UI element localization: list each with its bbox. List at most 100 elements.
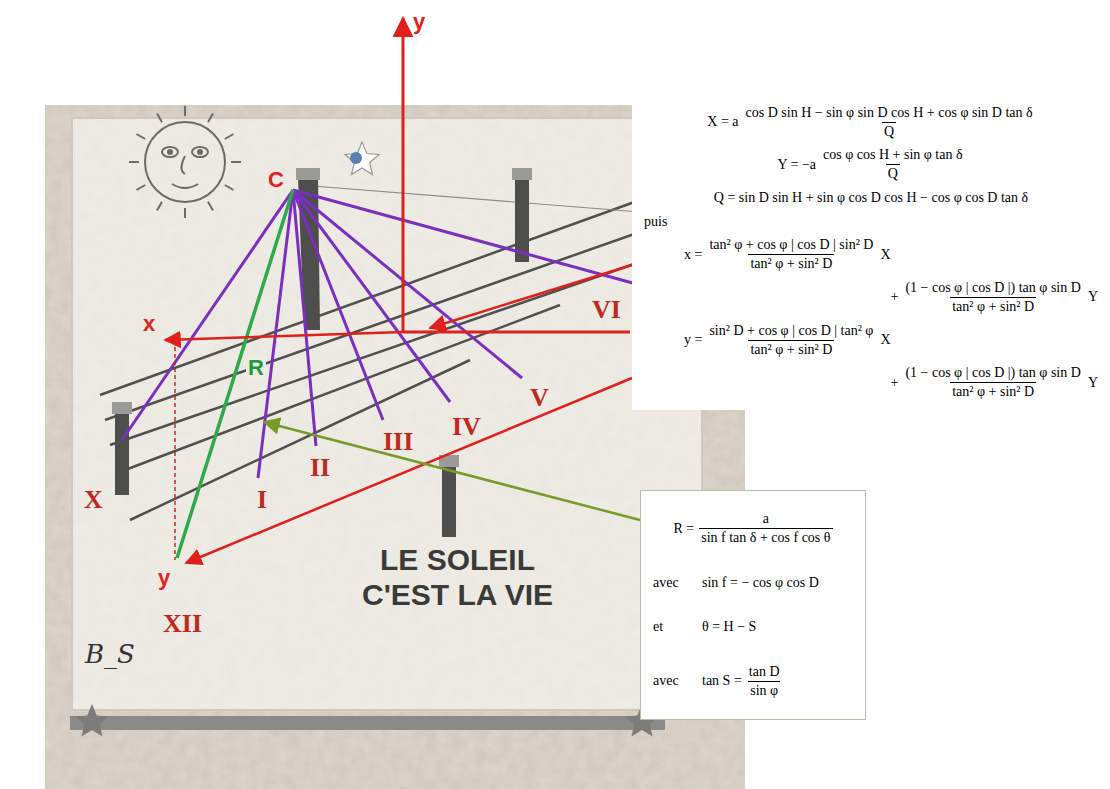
sun-pupil [168, 150, 172, 154]
formula-text: X [880, 247, 890, 263]
hour-numeral: II [310, 454, 330, 483]
style-line [300, 185, 640, 212]
sun-eye [162, 147, 178, 157]
denominator: tan² φ + sin² D [748, 340, 834, 358]
mounting-bar [70, 716, 665, 730]
numerator: (1 − cos φ | cos D |) tan φ sin D [903, 280, 1082, 297]
x-axis-arrow [165, 332, 403, 340]
sun-face [129, 106, 241, 218]
star-ornament [345, 142, 379, 175]
numerator: tan² φ + cos φ | cos D | sin² D [707, 237, 875, 254]
hour-line [293, 190, 383, 420]
bottom-post [442, 465, 456, 537]
keyword-cell: avec [653, 673, 697, 689]
hour-line [258, 190, 293, 478]
hour-numeral: I [257, 486, 267, 515]
post-cap [296, 168, 320, 180]
keyword-cell: avec [653, 575, 697, 591]
fraction: tan Dsin φ [747, 664, 782, 699]
hour-line [293, 190, 450, 402]
bar-star [75, 704, 109, 737]
numerator: a [761, 511, 771, 528]
axis-label: x [143, 312, 155, 336]
keyword-cell: et [653, 619, 697, 635]
bolt-head [350, 152, 362, 164]
point-label: C [268, 168, 284, 192]
fraction: cos φ cos H + sin φ tan δQ [821, 147, 965, 182]
keyword-text: et [653, 619, 663, 634]
formula-text: Y = −a [777, 157, 816, 173]
leader-arrow [186, 378, 632, 563]
projection-dash [174, 340, 176, 560]
sun-eye [192, 147, 208, 157]
motto-text: LE SOLEIL C'EST LA VIE [345, 543, 570, 612]
axis-label: y [158, 566, 170, 590]
denominator: tan² φ + sin² D [748, 254, 834, 272]
hour-line [293, 190, 640, 285]
formula-text: X = a [707, 114, 738, 130]
formula-text: tan S = [702, 673, 742, 689]
numerator: (1 − cos φ | cos D |) tan φ sin D [903, 365, 1082, 382]
dial-plaque [72, 118, 702, 710]
formula-text: θ = H − S [702, 619, 756, 635]
denominator: tan² φ + sin² D [950, 297, 1036, 315]
hour-numeral: XII [163, 610, 202, 639]
axis-label: y [413, 10, 425, 34]
y-axis [402, 18, 405, 332]
formula-panel: X = a cos D sin H − sin φ sin D cos H + c… [632, 95, 1110, 410]
fraction: cos D sin H − sin φ sin D cos H + cos φ … [744, 105, 1035, 140]
formula-row: avec tan S = tan Dsin φ [653, 664, 853, 699]
hour-lines [122, 190, 640, 478]
formula-text: Y [1088, 375, 1098, 391]
formula-text: Q = sin D sin H + sin φ cos D cos H − co… [714, 190, 1028, 206]
hour-numeral: VI [592, 296, 621, 325]
formula-row: R =asin f tan δ + cos f cos θ [653, 511, 853, 546]
declination-lines [100, 200, 640, 520]
fraction: tan² φ + cos φ | cos D | sin² Dtan² φ + … [707, 237, 875, 272]
sun-disc [145, 122, 225, 202]
formula-text: + [890, 289, 898, 305]
right-post [515, 178, 529, 262]
fraction: asin f tan δ + cos f cos θ [699, 511, 832, 546]
hour-line [293, 190, 316, 446]
axes [165, 18, 632, 563]
numerator: cos D sin H − sin φ sin D cos H + cos φ … [744, 105, 1035, 122]
plaque-texture [72, 118, 702, 710]
sun-rays [129, 106, 241, 218]
formula-text: + [890, 375, 898, 391]
formula-text: X [880, 332, 890, 348]
denominator: Q [882, 122, 896, 140]
formula-row: Y = −a cos φ cos H + sin φ tan δQ [644, 147, 1098, 182]
hour-line [293, 190, 522, 378]
formula-row: X = a cos D sin H − sin φ sin D cos H + c… [644, 105, 1098, 140]
formula-panel: R =asin f tan δ + cos f cos θ avec sin f =… [640, 490, 866, 720]
sun-nose [182, 156, 186, 174]
sun-pupil [198, 150, 202, 154]
formula-text: sin f = − cos φ cos D [702, 575, 819, 591]
formula-text: Y [1088, 289, 1098, 305]
leader-arrow [430, 265, 632, 328]
fraction: (1 − cos φ | cos D |) tan φ sin Dtan² φ … [903, 365, 1082, 400]
formula-text: puis [644, 214, 667, 230]
numerator: sin² D + cos φ | cos D | tan² φ [707, 323, 875, 340]
denominator: Q [886, 164, 900, 182]
hour-numeral: X [84, 486, 103, 515]
numerator: tan D [747, 664, 782, 681]
hour-numeral: IV [452, 413, 481, 442]
hour-numeral: V [530, 384, 549, 413]
formula-row: x = tan² φ + cos φ | cos D | sin² Dtan² φ… [644, 237, 1098, 272]
formula-row: avec sin f = − cos φ cos D [653, 575, 853, 591]
radius-label: R [246, 356, 266, 380]
formula-row: + (1 − cos φ | cos D |) tan φ sin Dtan² φ… [644, 365, 1098, 400]
dial-line [110, 262, 640, 445]
formula-row: + (1 − cos φ | cos D |) tan φ sin Dtan² φ… [644, 280, 1098, 315]
fraction: sin² D + cos φ | cos D | tan² φtan² φ + … [707, 323, 875, 358]
x-axis-right [403, 331, 630, 334]
sun-mouth [172, 184, 198, 188]
denominator: sin φ [748, 681, 780, 699]
formula-text: x = [684, 247, 702, 263]
numerator: cos φ cos H + sin φ tan δ [821, 147, 965, 164]
dial-line [100, 200, 640, 395]
noon-line [177, 190, 293, 558]
